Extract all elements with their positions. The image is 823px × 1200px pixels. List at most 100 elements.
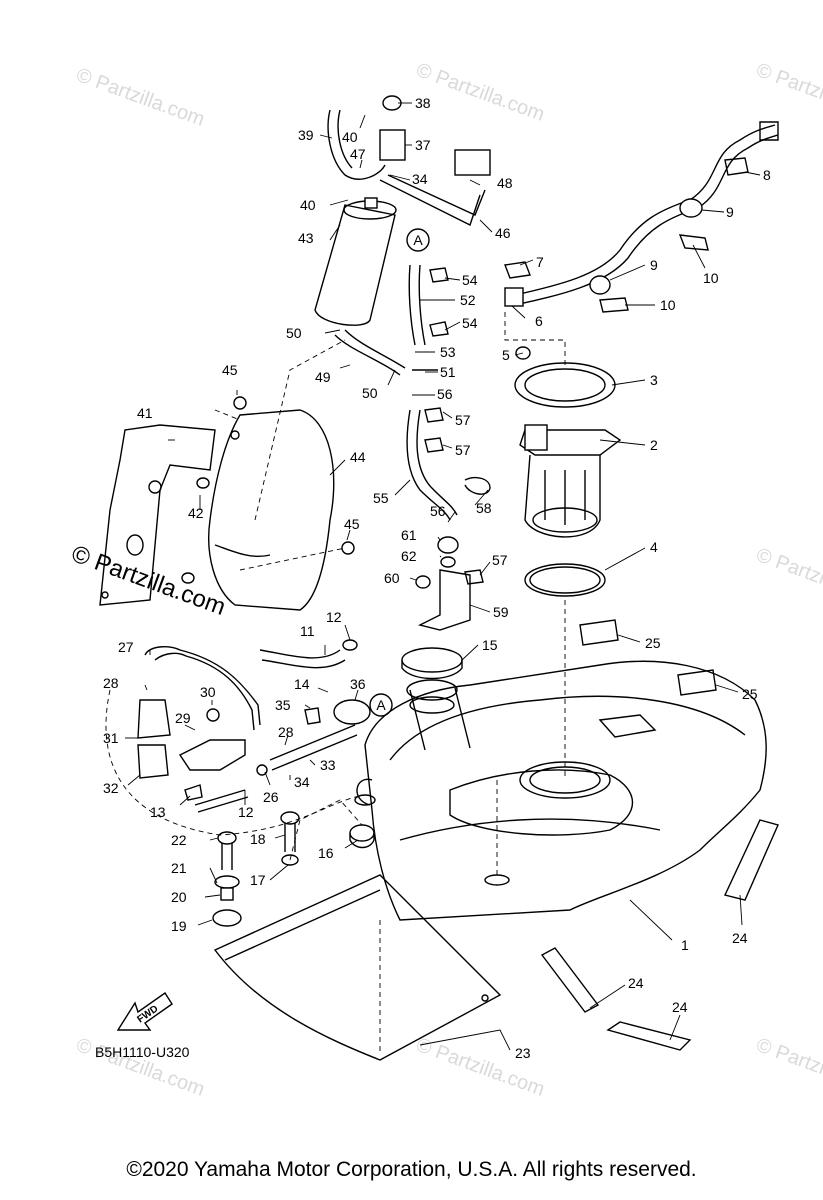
fuel-hose: [514, 124, 776, 296]
callout-34b: 34: [412, 171, 428, 187]
callout-9: 9: [726, 204, 734, 220]
callout-32: 32: [103, 780, 119, 796]
parts-drawing: FWD A A: [99, 95, 779, 1061]
callout-26: 26: [263, 789, 279, 805]
callout-40: 40: [342, 129, 358, 145]
callout-57b: 57: [455, 442, 471, 458]
callout-13: 13: [150, 804, 166, 820]
callout-30: 30: [200, 684, 216, 700]
callout-45: 45: [222, 362, 238, 378]
callout-47: 47: [350, 146, 366, 162]
callout-50b: 50: [362, 385, 378, 401]
watermarks: © Partzilla.com © Partzilla.com © Partzi…: [68, 59, 823, 1101]
callout-51: 51: [440, 364, 456, 380]
damper: [724, 819, 779, 901]
callout-42: 42: [188, 505, 204, 521]
callout-49: 49: [315, 369, 331, 385]
callout-52: 52: [460, 292, 476, 308]
callout-24: 24: [732, 930, 748, 946]
callout-10b: 10: [660, 297, 676, 313]
fwd-arrow: [116, 992, 173, 1031]
callout-54b: 54: [462, 315, 478, 331]
callout-9b: 9: [650, 257, 658, 273]
watermark: © Partzilla.com: [753, 544, 823, 611]
callout-1: 1: [681, 937, 689, 953]
callout-20: 20: [171, 889, 187, 905]
callout-28: 28: [103, 675, 119, 691]
fuel-tank: [364, 660, 767, 921]
callout-59: 59: [493, 604, 509, 620]
callout-33: 33: [320, 757, 336, 773]
ref-marker: A: [413, 232, 423, 248]
fuel-cap: [401, 647, 463, 673]
callout-27: 27: [118, 639, 134, 655]
callout-44: 44: [350, 449, 366, 465]
watermark: © Partzilla.com: [413, 59, 547, 126]
callout-17: 17: [250, 872, 266, 888]
callout-50: 50: [286, 325, 302, 341]
callout-60: 60: [384, 570, 400, 586]
callout-36: 36: [350, 676, 366, 692]
callout-6: 6: [535, 313, 543, 329]
ref-marker: A: [376, 697, 386, 713]
callout-21: 21: [171, 860, 187, 876]
copyright-notice: ©2020 Yamaha Motor Corporation, U.S.A. A…: [126, 1158, 697, 1181]
callout-18: 18: [250, 831, 266, 847]
callout-61: 61: [401, 527, 417, 543]
callout-24b: 24: [628, 975, 644, 991]
callout-55: 55: [373, 490, 389, 506]
watermark: © Partzilla.com: [753, 59, 823, 126]
callout-54: 54: [462, 272, 478, 288]
callout-4: 4: [650, 539, 658, 555]
callout-25: 25: [645, 635, 661, 651]
callout-3: 3: [650, 372, 658, 388]
leader-lines: [125, 102, 761, 1051]
heat-shield: [208, 409, 335, 611]
callout-31: 31: [103, 730, 119, 746]
under-guard: [213, 874, 502, 1061]
callout-25b: 25: [742, 686, 758, 702]
callout-57: 57: [455, 412, 471, 428]
callout-43: 43: [298, 230, 314, 246]
callout-28b: 28: [278, 724, 294, 740]
watermark: © Partzilla.com: [753, 1034, 823, 1101]
callout-11: 11: [300, 623, 315, 639]
callout-14: 14: [294, 676, 310, 692]
o-ring: [524, 563, 606, 597]
callout-24c: 24: [672, 999, 688, 1015]
callout-38: 38: [415, 95, 431, 111]
watermark-main: © Partzilla.com: [68, 540, 229, 621]
callout-56b: 56: [430, 503, 446, 519]
callout-12b: 12: [238, 804, 254, 820]
callout-56: 56: [437, 386, 453, 402]
watermark: © Partzilla.com: [73, 64, 207, 131]
callout-34: 34: [294, 774, 310, 790]
callout-29: 29: [175, 710, 191, 726]
callout-8: 8: [763, 167, 771, 183]
callout-19: 19: [171, 918, 187, 934]
callout-40b: 40: [300, 197, 316, 213]
callout-57c: 57: [492, 552, 508, 568]
diagram-code: B5H1110-U320: [95, 1044, 190, 1060]
callout-16: 16: [318, 845, 334, 861]
callout-2: 2: [650, 437, 658, 453]
callout-62: 62: [401, 548, 417, 564]
callout-41: 41: [137, 405, 153, 421]
callout-12: 12: [326, 609, 342, 625]
callout-labels: 1 2 3 4 5 6 7 8 9 9 10 10 11 12 12 13 14…: [103, 95, 771, 1061]
callout-7: 7: [536, 254, 544, 270]
callout-45b: 45: [344, 516, 360, 532]
callout-15: 15: [482, 637, 498, 653]
callout-48: 48: [497, 175, 513, 191]
callout-39: 39: [298, 127, 314, 143]
callout-37: 37: [415, 137, 431, 153]
callout-46: 46: [495, 225, 511, 241]
callout-5: 5: [502, 347, 510, 363]
callout-22: 22: [171, 832, 187, 848]
callout-10: 10: [703, 270, 719, 286]
callout-35: 35: [275, 697, 291, 713]
callout-58: 58: [476, 500, 492, 516]
callout-23: 23: [515, 1045, 531, 1061]
callout-53: 53: [440, 344, 456, 360]
